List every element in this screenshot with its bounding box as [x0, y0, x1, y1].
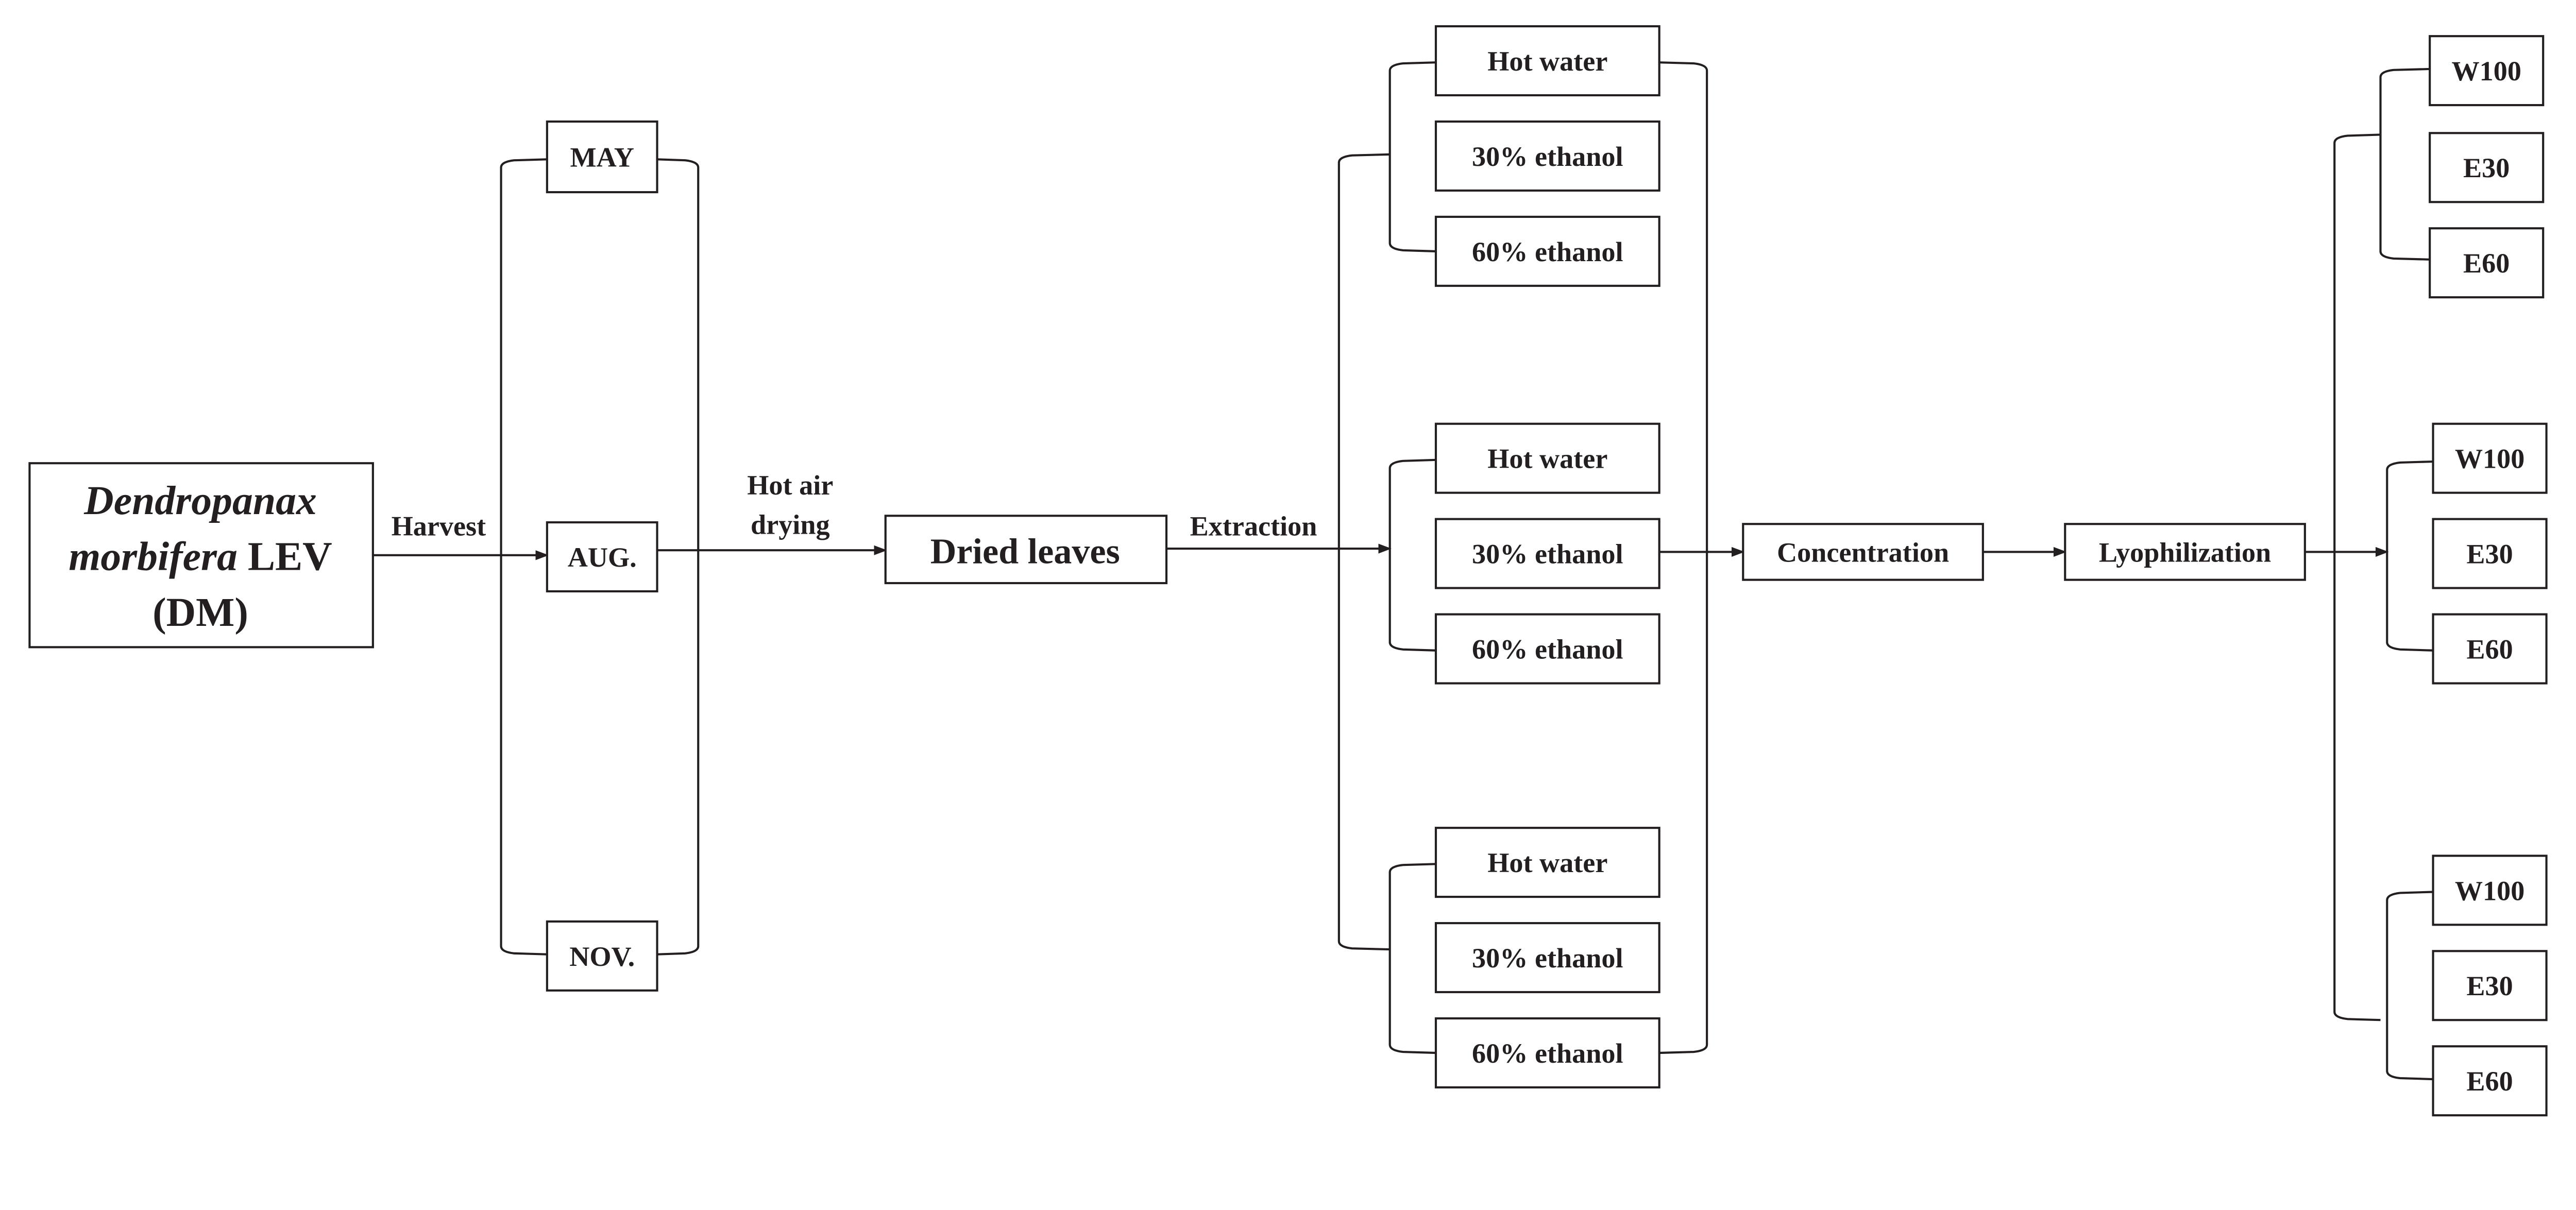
extract-2-w100: W100: [2432, 422, 2548, 494]
solvent-2-ethanol-60-label: 60% ethanol: [1472, 634, 1623, 665]
source-species: morbifera: [69, 534, 238, 580]
extract-2-e30-box: [2432, 518, 2548, 589]
extract-2-w100-box: [2432, 422, 2548, 494]
extract-2-e30-label: E30: [2466, 539, 2513, 570]
extract-1-e60-box: [2429, 227, 2545, 299]
dried-leaves-label: Dried leaves: [930, 532, 1120, 572]
month-bracket-left: [500, 158, 547, 956]
extract-3-w100-box: [2432, 855, 2548, 926]
extract-3-w100-label: W100: [2455, 875, 2524, 906]
extract-3-e60-label: E60: [2466, 1066, 2513, 1097]
solvent-1-ethanol-30-label: 30% ethanol: [1472, 141, 1623, 172]
concentration-label: Concentration: [1777, 537, 1949, 568]
extract-3-e30: E30: [2432, 950, 2548, 1021]
month-nov-label: NOV.: [569, 941, 635, 972]
extract-group-bracket-3: [2386, 891, 2433, 1081]
dried-leaves-box: [884, 515, 1168, 585]
extract-2-e60: E60: [2432, 613, 2548, 685]
extract-1-e60-label: E60: [2463, 248, 2510, 279]
solvent-2-hot-water-label: Hot water: [1487, 444, 1607, 474]
solvent-1-hot-water-box: [1434, 25, 1660, 97]
solvent-1-ethanol-30-box: [1434, 120, 1660, 192]
source-line1: Dendropanax: [83, 478, 317, 523]
solvent-group-bracket-3: [1388, 863, 1436, 1054]
dried-leaves-node: Dried leaves: [884, 515, 1168, 585]
solvent-2-hot-water: Hot water: [1434, 422, 1660, 494]
extract-2-e60-label: E60: [2466, 634, 2513, 665]
solvent-2-ethanol-30: 30% ethanol: [1434, 518, 1660, 589]
month-aug-box: [546, 521, 658, 593]
solvent-2-ethanol-60-box: [1434, 613, 1660, 685]
solvent-1-ethanol-60: 60% ethanol: [1434, 215, 1660, 287]
month-nov: NOV.: [546, 920, 658, 992]
extract-1-e30-label: E30: [2463, 152, 2510, 183]
flowchart-canvas: Dendropanax morbifera LEV (DM) Harvest H…: [28, 25, 2548, 1117]
month-nov-box: [546, 920, 658, 992]
solvent-2-ethanol-60: 60% ethanol: [1434, 613, 1660, 685]
extract-1-e30: E30: [2429, 132, 2545, 203]
extraction-flowchart: Dendropanax morbifera LEV (DM) Harvest H…: [28, 25, 2548, 1117]
source-box: [28, 462, 374, 649]
extract-3-e30-label: E30: [2466, 970, 2513, 1001]
extraction-label: Extraction: [1190, 511, 1317, 542]
solvent-3-ethanol-30: 30% ethanol: [1434, 922, 1660, 994]
solvent-outer-bracket: [1337, 153, 1390, 951]
extract-2-e60-box: [2432, 613, 2548, 685]
concentration-box: [1742, 523, 1984, 581]
drying-label-line1: Hot air: [747, 470, 833, 501]
solvent-group-bracket-2: [1388, 458, 1436, 652]
month-may: MAY: [546, 120, 658, 194]
solvent-3-ethanol-60-box: [1434, 1017, 1660, 1089]
solvent-3-ethanol-30-box: [1434, 922, 1660, 994]
concentration-node: Concentration: [1742, 523, 1984, 581]
solvent-3-hot-water: Hot water: [1434, 827, 1660, 898]
extract-2-e30: E30: [2432, 518, 2548, 589]
extract-3-w100: W100: [2432, 855, 2548, 926]
month-bracket-right: [657, 158, 700, 956]
extract-group-bracket-1: [2379, 67, 2430, 261]
month-aug-label: AUG.: [568, 542, 637, 573]
source-line2: morbifera LEV: [69, 534, 332, 580]
solvent-2-hot-water-box: [1434, 422, 1660, 494]
extract-1-e60: E60: [2429, 227, 2545, 299]
extract-3-e30-box: [2432, 950, 2548, 1021]
month-may-label: MAY: [570, 142, 634, 173]
extract-group-bracket-2: [2386, 460, 2433, 652]
extract-1-w100-label: W100: [2451, 56, 2521, 87]
solvent-2-ethanol-30-label: 30% ethanol: [1472, 539, 1623, 570]
month-aug: AUG.: [546, 521, 658, 593]
month-may-box: [546, 120, 658, 194]
extract-3-e60-box: [2432, 1045, 2548, 1117]
extract-1-w100-box: [2429, 35, 2545, 107]
solvent-group-bracket-1: [1388, 61, 1436, 252]
solvent-3-ethanol-60-label: 60% ethanol: [1472, 1038, 1623, 1069]
solvent-right-bracket: [1659, 61, 1708, 1054]
lyophilization-label: Lyophilization: [2099, 537, 2271, 568]
drying-label-line2: drying: [751, 509, 830, 540]
solvent-2-ethanol-30-box: [1434, 518, 1660, 589]
harvest-label: Harvest: [392, 511, 486, 542]
solvent-1-ethanol-30: 30% ethanol: [1434, 120, 1660, 192]
solvent-3-ethanol-30-label: 30% ethanol: [1472, 943, 1623, 974]
source-node: Dendropanax morbifera LEV (DM): [28, 462, 374, 649]
extract-2-w100-label: W100: [2455, 444, 2524, 474]
solvent-3-hot-water-box: [1434, 827, 1660, 898]
source-line3: (DM): [152, 590, 248, 635]
extract-1-w100: W100: [2429, 35, 2545, 107]
solvent-3-ethanol-60: 60% ethanol: [1434, 1017, 1660, 1089]
extract-1-e30-box: [2429, 132, 2545, 203]
extract-outer-bracket: [2333, 133, 2381, 1021]
extract-3-e60: E60: [2432, 1045, 2548, 1117]
solvent-1-hot-water-label: Hot water: [1487, 46, 1607, 77]
lyophilization-node: Lyophilization: [2064, 523, 2306, 581]
solvent-3-hot-water-label: Hot water: [1487, 847, 1607, 878]
solvent-1-ethanol-60-box: [1434, 215, 1660, 287]
solvent-1-hot-water: Hot water: [1434, 25, 1660, 97]
source-suffix: LEV: [238, 534, 332, 580]
solvent-1-ethanol-60-label: 60% ethanol: [1472, 236, 1623, 267]
